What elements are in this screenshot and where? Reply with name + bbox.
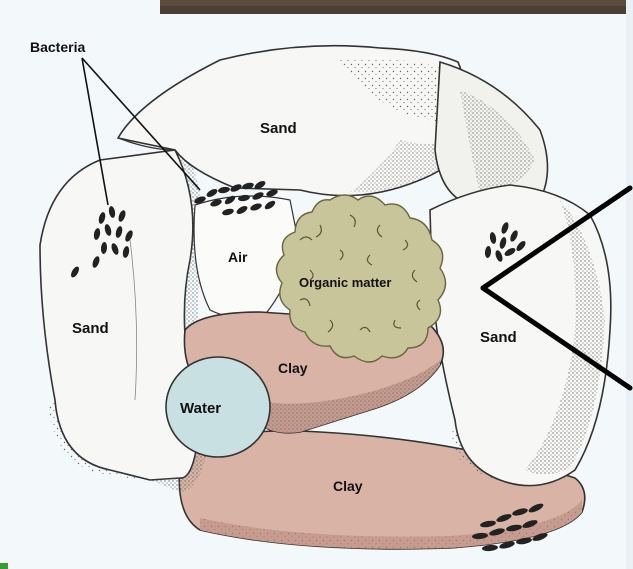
label-sand-right: Sand [480,329,517,346]
label-bacteria: Bacteria [30,39,85,55]
green-corner-mark [0,563,8,569]
sand-right-particle [430,185,611,486]
label-water: Water [180,400,221,417]
label-organic-matter: Organic matter [299,275,391,290]
label-clay-lower: Clay [333,478,363,494]
label-sand-top: Sand [260,120,297,137]
label-sand-left: Sand [72,320,109,337]
right-margin [626,0,633,569]
soil-photo-strip-top [160,0,633,6]
label-clay-upper: Clay [278,360,308,376]
label-air: Air [228,249,248,265]
